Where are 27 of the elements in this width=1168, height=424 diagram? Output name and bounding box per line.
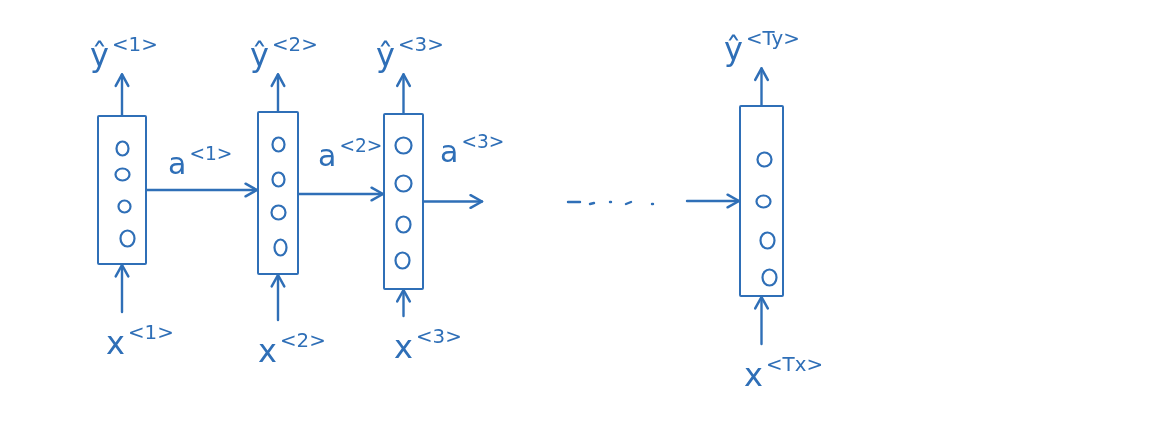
arrow [297,186,385,202]
arrow [422,193,484,210]
arrow [395,288,412,318]
cell-box [383,113,424,290]
edge-label: a$^{<3>}$ [440,130,505,170]
output-label: ŷ$^{<2>}$ [250,24,318,75]
cell-box [257,111,299,275]
input-label: x$^{<Tx>}$ [744,344,823,395]
output-label: ŷ$^{<Ty>}$ [724,18,800,69]
output-label: ŷ$^{<3>}$ [376,24,444,75]
arrow [270,73,286,113]
input-label: x$^{<3>}$ [394,316,462,367]
edge-label: a$^{<1>}$ [168,142,233,182]
arrow [145,182,259,198]
input-label: x$^{<2>}$ [258,320,326,371]
output-label: ŷ$^{<1>}$ [90,24,158,75]
arrow [753,67,770,107]
arrow [685,193,741,209]
arrow [270,273,286,322]
arrow [114,263,130,314]
arrow [395,73,412,115]
arrow [753,295,770,346]
cell-box [739,105,784,297]
arrow [114,73,130,117]
edge-label: a$^{<2>}$ [318,134,383,174]
cell-box [97,115,147,265]
input-label: x$^{<1>}$ [106,312,174,363]
